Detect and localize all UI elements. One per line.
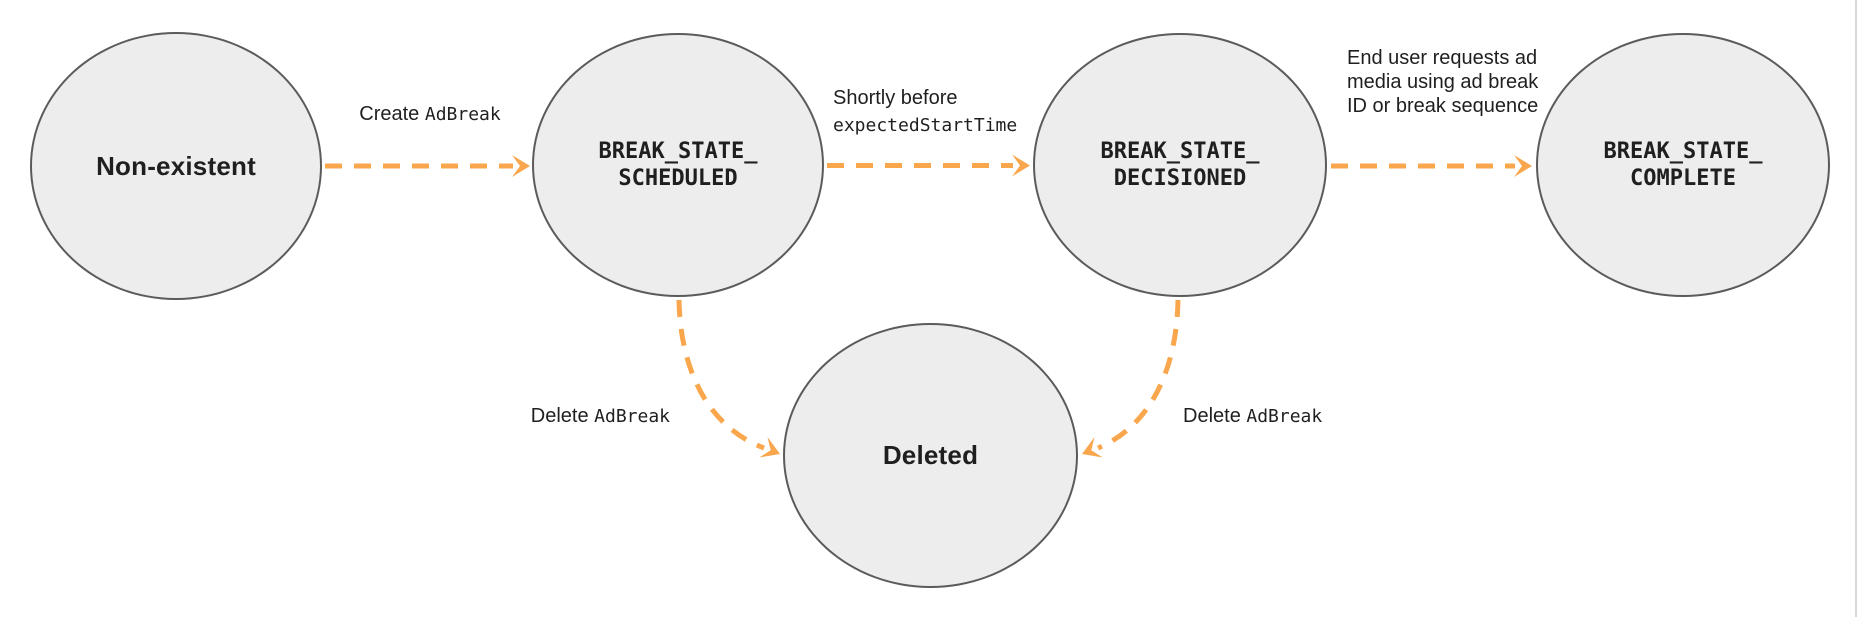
arrowhead-icon <box>1012 154 1030 177</box>
content-right-border-line <box>1855 0 1857 617</box>
state-label-line2: SCHEDULED <box>618 166 738 191</box>
state-label: Non-existent <box>96 150 256 181</box>
label-code-text: AdBreak <box>1246 406 1323 427</box>
transition-label-shortly-before: Shortly before expectedStartTime <box>833 85 1017 139</box>
label-code-text: AdBreak <box>594 406 670 427</box>
label-code-text: expectedStartTime <box>833 115 1018 136</box>
state-node-deleted: Deleted <box>783 323 1078 588</box>
arrow-decisioned-to-deleted <box>1097 299 1181 451</box>
label-text: Create <box>359 103 425 125</box>
arrowhead-icon <box>1082 437 1103 458</box>
label-text: End user requests ad media using ad brea… <box>1347 47 1539 117</box>
label-text: Delete <box>530 405 595 427</box>
label-text: Delete <box>1183 405 1247 427</box>
arrowhead-icon <box>1514 155 1532 177</box>
transition-label-create-adbreak: Create AdBreak <box>310 102 550 127</box>
arrowhead-icon <box>512 155 530 177</box>
state-node-break-state-complete: BREAK_STATE_ COMPLETE <box>1536 33 1830 297</box>
state-label-line1: BREAK_STATE_ <box>1603 138 1763 164</box>
state-label-line2: DECISIONED <box>1113 166 1247 191</box>
state-node-non-existent: Non-existent <box>30 32 322 300</box>
state-node-break-state-decisioned: BREAK_STATE_ DECISIONED <box>1033 33 1327 297</box>
transition-label-delete-adbreak-right: Delete AdBreak <box>1183 404 1322 429</box>
transition-label-delete-adbreak-left: Delete AdBreak <box>470 404 670 429</box>
state-node-break-state-scheduled: BREAK_STATE_ SCHEDULED <box>532 33 824 297</box>
state-label-line1: BREAK_STATE_ <box>598 138 758 164</box>
state-label: Deleted <box>882 440 979 470</box>
label-text: Shortly before <box>833 87 958 109</box>
arrow-scheduled-to-deleted <box>676 299 765 451</box>
transition-label-end-user-requests: End user requests ad media using ad brea… <box>1347 46 1539 118</box>
state-label-line2: COMPLETE <box>1630 166 1736 191</box>
arrowhead-icon <box>759 437 780 458</box>
state-label-line1: BREAK_STATE_ <box>1100 138 1260 164</box>
label-code-text: AdBreak <box>424 104 501 125</box>
